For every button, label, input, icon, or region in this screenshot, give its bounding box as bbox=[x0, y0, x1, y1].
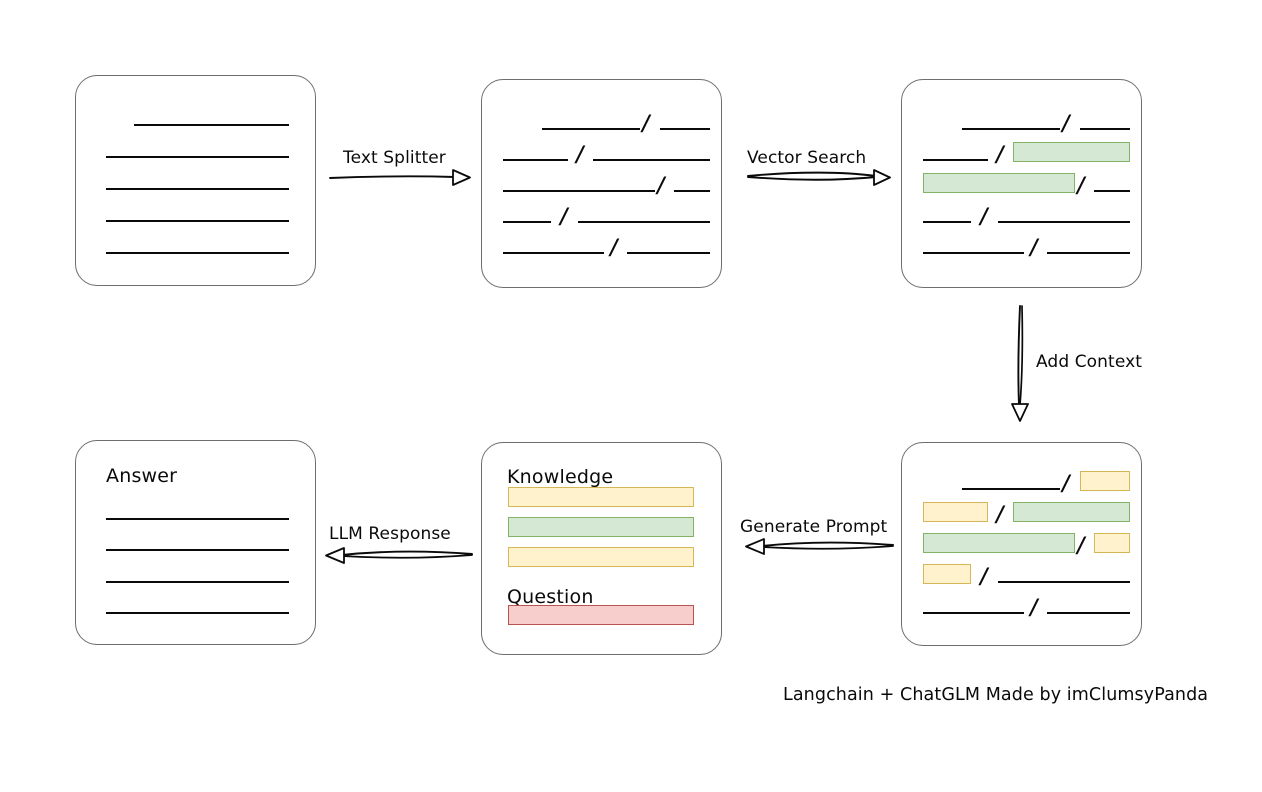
edge-label-vector-search: Vector Search bbox=[747, 148, 867, 168]
arrow-vector-search bbox=[747, 169, 891, 186]
edge-label-generate-prompt: Generate Prompt bbox=[740, 517, 888, 537]
green-highlight-chip bbox=[923, 533, 1075, 553]
yellow-highlight-chip bbox=[923, 502, 988, 522]
node-vector-matches: / / / / / bbox=[901, 79, 1142, 288]
yellow-highlight-chip bbox=[508, 547, 694, 567]
separator-slash: / bbox=[1062, 110, 1070, 135]
node-title-prompt-1: Question bbox=[507, 586, 594, 608]
text-line bbox=[106, 518, 289, 520]
text-line bbox=[1080, 128, 1130, 130]
text-line bbox=[503, 159, 568, 161]
separator-slash: / bbox=[1030, 234, 1038, 259]
text-line bbox=[106, 612, 289, 614]
text-line bbox=[106, 188, 289, 190]
separator-slash: / bbox=[996, 141, 1004, 166]
yellow-highlight-chip bbox=[923, 564, 971, 584]
green-highlight-chip bbox=[923, 173, 1075, 193]
node-context-added: / / / / / bbox=[901, 442, 1142, 646]
green-highlight-chip bbox=[1013, 142, 1130, 162]
text-line bbox=[503, 221, 551, 223]
separator-slash: / bbox=[1062, 470, 1070, 495]
text-line bbox=[998, 581, 1130, 583]
footer-credit: Langchain + ChatGLM Made by imClumsyPand… bbox=[783, 685, 1209, 705]
text-line bbox=[106, 156, 289, 158]
text-line bbox=[923, 159, 988, 161]
arrow-llm-response bbox=[325, 547, 473, 564]
separator-slash: / bbox=[1030, 594, 1038, 619]
text-line bbox=[503, 252, 604, 254]
separator-slash: / bbox=[980, 563, 988, 588]
edge-label-add-context: Add Context bbox=[1036, 352, 1143, 372]
separator-slash: / bbox=[996, 501, 1004, 526]
text-line bbox=[578, 221, 710, 223]
text-line bbox=[998, 221, 1130, 223]
text-line bbox=[106, 252, 289, 254]
arrow-add-context bbox=[1011, 305, 1029, 422]
node-split-chunks: / / / / / bbox=[481, 79, 722, 288]
separator-slash: / bbox=[610, 234, 618, 259]
edge-label-llm-response: LLM Response bbox=[329, 524, 451, 544]
green-highlight-chip bbox=[508, 517, 694, 537]
yellow-highlight-chip bbox=[1094, 533, 1130, 553]
text-line bbox=[660, 128, 710, 130]
separator-slash: / bbox=[980, 203, 988, 228]
separator-slash: / bbox=[1077, 172, 1085, 197]
text-line bbox=[503, 190, 655, 192]
text-line bbox=[923, 612, 1024, 614]
text-line bbox=[106, 220, 289, 222]
text-line bbox=[962, 488, 1060, 490]
text-line bbox=[962, 128, 1060, 130]
text-line bbox=[106, 581, 289, 583]
text-line bbox=[923, 252, 1024, 254]
edge-label-text-splitter: Text Splitter bbox=[343, 148, 446, 168]
separator-slash: / bbox=[560, 203, 568, 228]
separator-slash: / bbox=[642, 110, 650, 135]
separator-slash: / bbox=[657, 172, 665, 197]
text-line bbox=[1047, 612, 1130, 614]
green-highlight-chip bbox=[1013, 502, 1130, 522]
yellow-highlight-chip bbox=[1080, 471, 1130, 491]
text-line bbox=[542, 128, 640, 130]
node-title-prompt-0: Knowledge bbox=[507, 466, 614, 488]
text-line bbox=[1047, 252, 1130, 254]
node-answer: Answer bbox=[75, 440, 316, 645]
text-line bbox=[134, 124, 289, 126]
red-highlight-chip bbox=[508, 605, 694, 625]
node-source-document bbox=[75, 75, 316, 286]
text-line bbox=[593, 159, 710, 161]
separator-slash: / bbox=[576, 141, 584, 166]
separator-slash: / bbox=[1077, 532, 1085, 557]
text-line bbox=[627, 252, 710, 254]
arrow-text-splitter bbox=[329, 169, 471, 186]
text-line bbox=[106, 549, 289, 551]
text-line bbox=[1094, 190, 1130, 192]
arrow-generate-prompt bbox=[745, 538, 894, 555]
yellow-highlight-chip bbox=[508, 487, 694, 507]
text-line bbox=[923, 221, 971, 223]
text-line bbox=[674, 190, 710, 192]
node-title-answer-0: Answer bbox=[106, 465, 178, 487]
